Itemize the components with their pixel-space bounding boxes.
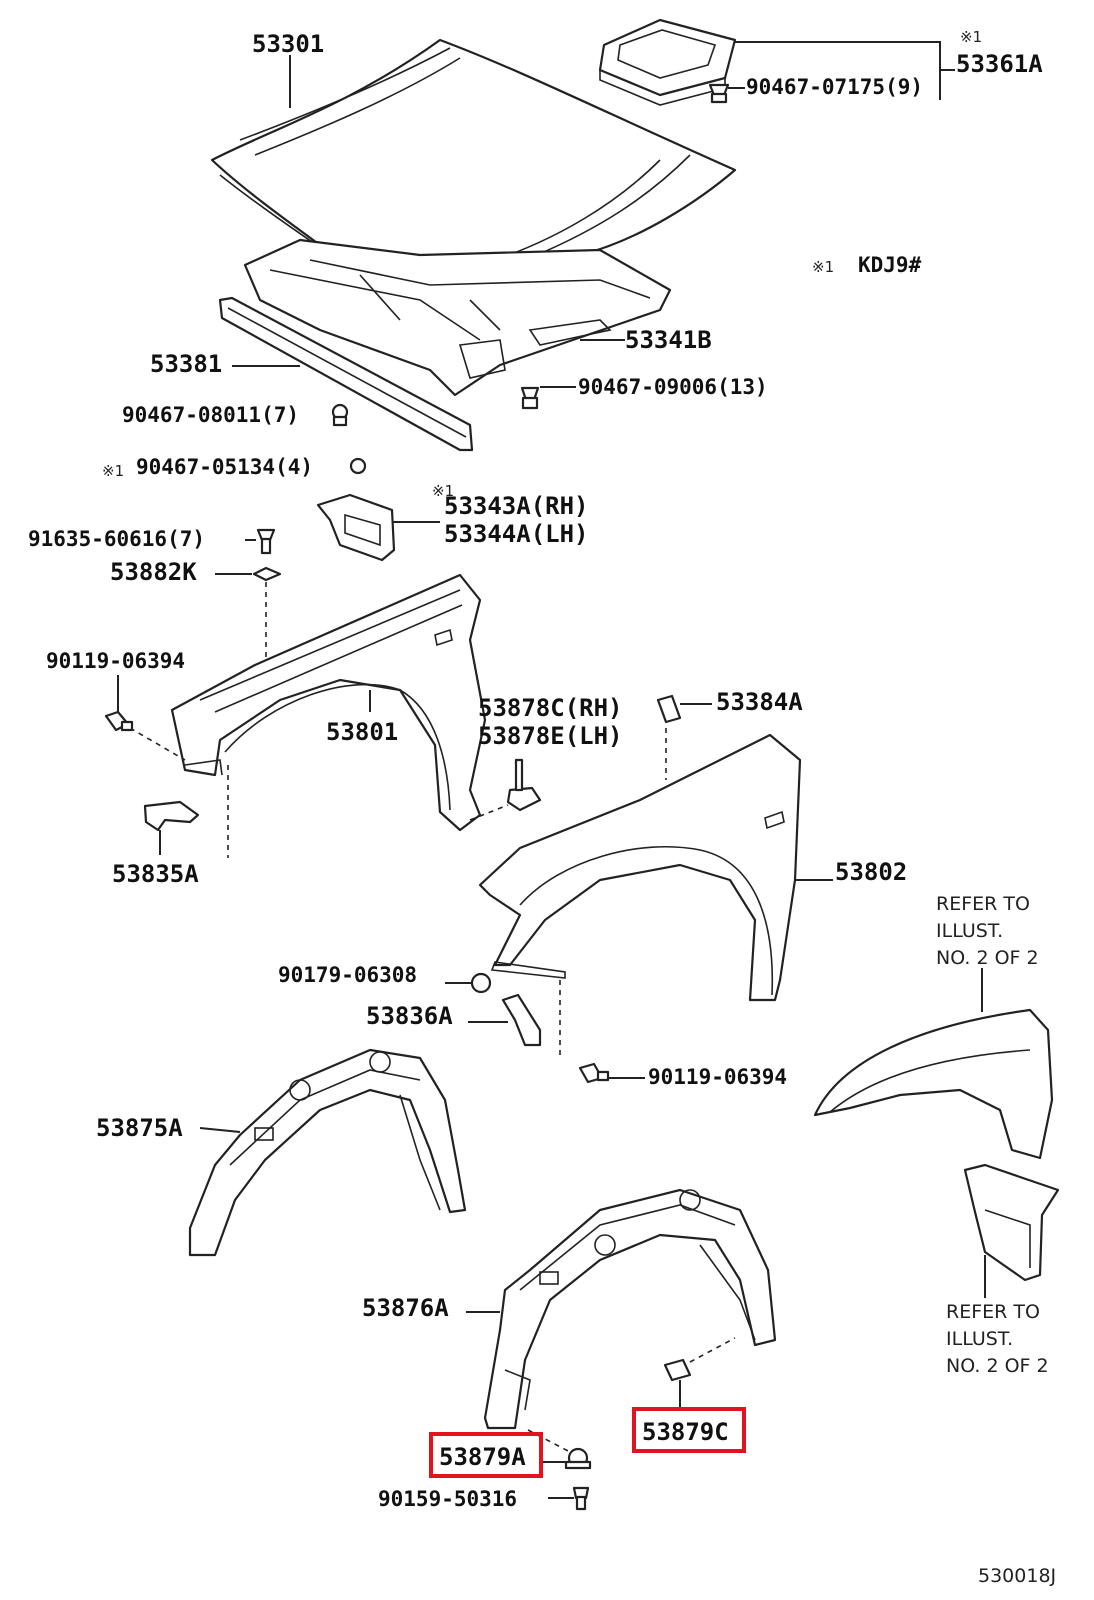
label-53876A: 53876A	[362, 1294, 449, 1322]
clip-53879C-part	[663, 1358, 692, 1382]
screw-91635-part	[256, 528, 276, 555]
front-fender-lh-part	[478, 733, 802, 1002]
diagram-id: 530018J	[978, 1565, 1056, 1587]
refer-text-line1-a: REFER TO	[936, 893, 1030, 915]
clip-90467-08011-part	[331, 403, 349, 427]
label-90159: 90159-50316	[378, 1487, 517, 1511]
label-53802: 53802	[835, 858, 907, 886]
clip-53879A-part	[564, 1447, 592, 1470]
brace-53836A-part	[501, 993, 542, 1047]
label-53875A: 53875A	[96, 1114, 183, 1142]
highlight-53879A	[429, 1432, 543, 1478]
label-90467-08011: 90467-08011(7)	[122, 403, 299, 427]
note-mark: ※1	[812, 258, 834, 276]
seal-53878-part	[506, 758, 542, 812]
label-91635: 91635-60616(7)	[28, 527, 205, 551]
front-fender-rh-part	[170, 573, 487, 832]
label-53882K: 53882K	[110, 558, 197, 586]
seal-53882K-part	[252, 566, 282, 582]
label-90179: 90179-06308	[278, 963, 417, 987]
screw-90119-a-part	[104, 710, 134, 732]
label-53344A: 53344A(LH)	[444, 520, 589, 548]
clip-90467-07175-part	[708, 83, 730, 104]
refer-text-line3-b: NO. 2 OF 2	[946, 1355, 1049, 1377]
screw-90119-b-part	[578, 1062, 610, 1084]
screw-90159-part	[572, 1486, 590, 1511]
hood-hinge-bracket-part	[316, 493, 396, 562]
mudflap-reference-part	[963, 1163, 1060, 1282]
brace-53835A-part	[143, 800, 200, 832]
refer-text-line2-b: ILLUST.	[946, 1328, 1013, 1350]
label-53341B: 53341B	[625, 326, 712, 354]
label-90119-a: 90119-06394	[46, 649, 185, 673]
label-53381: 53381	[150, 350, 222, 378]
label-90467-09006: 90467-09006(13)	[578, 375, 768, 399]
label-53343A: 53343A(RH)	[444, 492, 589, 520]
refer-text-line1-b: REFER TO	[946, 1301, 1040, 1323]
label-53878E: 53878E(LH)	[478, 722, 623, 750]
note-text: KDJ9#	[858, 253, 922, 277]
hood-insulator-part	[243, 238, 672, 397]
label-90467-07175: 90467-07175(9)	[746, 75, 923, 99]
highlight-53879C	[632, 1407, 746, 1453]
clip-90467-05134-part	[349, 457, 367, 475]
hood-front-seal-part	[218, 296, 474, 452]
label-53361A: 53361A	[956, 50, 1043, 78]
label-90467-05134: 90467-05134(4)	[136, 455, 313, 479]
label-53836A: 53836A	[366, 1002, 453, 1030]
note-mark-a: ※1	[960, 28, 982, 46]
label-53301: 53301	[252, 30, 324, 58]
fender-liner-53875A-part	[188, 1048, 467, 1257]
fender-liner-53876A-part	[483, 1188, 777, 1430]
label-53879A: 53879A	[439, 1443, 526, 1471]
label-53879C: 53879C	[642, 1418, 729, 1446]
refer-text-line3-a: NO. 2 OF 2	[936, 947, 1039, 969]
bolt-90179-part	[470, 972, 492, 994]
label-53835A: 53835A	[112, 860, 199, 888]
overfender-reference-part	[813, 1008, 1054, 1160]
refer-text-line2-a: ILLUST.	[936, 920, 1003, 942]
clip-90467-09006-part	[520, 386, 540, 410]
clip-53384A-part	[656, 694, 682, 724]
label-53801: 53801	[326, 718, 398, 746]
label-53384A: 53384A	[716, 688, 803, 716]
label-90119-b: 90119-06394	[648, 1065, 787, 1089]
label-53878C: 53878C(RH)	[478, 694, 623, 722]
note-mark-c: ※1	[432, 482, 454, 500]
note-mark-b: ※1	[102, 462, 124, 480]
